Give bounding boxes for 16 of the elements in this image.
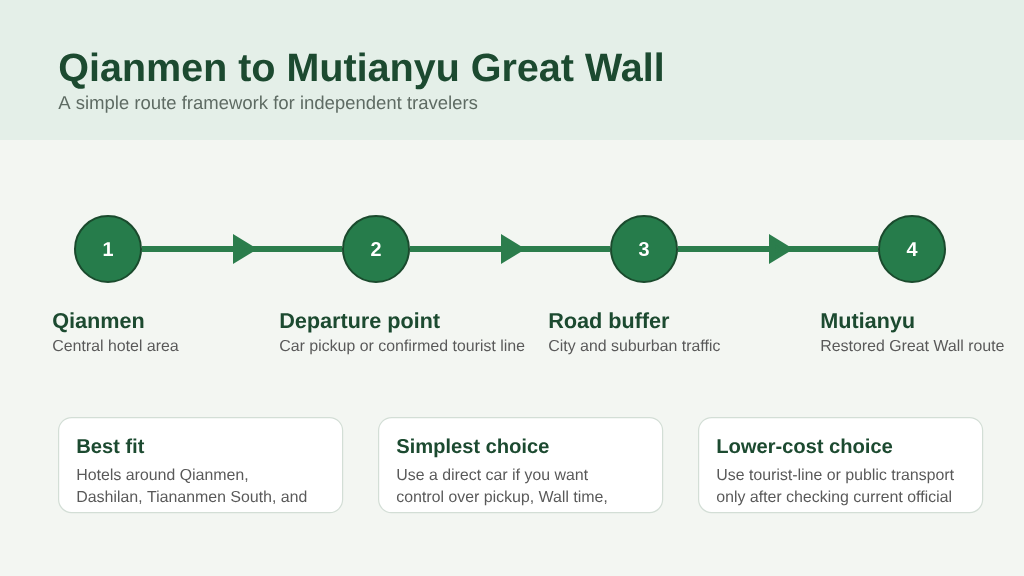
card-heading: Lower-cost choice bbox=[717, 438, 893, 454]
step-title: Road buffer bbox=[549, 312, 670, 329]
step-title: Mutianyu bbox=[821, 312, 914, 333]
step-description: Restored Great Wall route bbox=[821, 339, 1004, 352]
step-description: Car pickup or confirmed tourist line bbox=[280, 339, 525, 355]
card-text: Hotels around Qianmen, Dashilan, Tiananmen South, and bbox=[77, 468, 307, 505]
card-text: Use a direct car if you want control over pickup, Wall time, bbox=[396, 468, 607, 506]
card-text: Use tourist-line or public transport only after checking current official bbox=[716, 468, 954, 506]
step-description: City and suburban traffic bbox=[549, 339, 720, 355]
step-title: Departure point bbox=[280, 312, 440, 333]
step-description: Central hotel area bbox=[53, 339, 179, 352]
step-title: Qianmen bbox=[53, 312, 144, 333]
card-heading: Best fit bbox=[77, 438, 145, 454]
card-heading: Simplest choice bbox=[396, 438, 549, 458]
title: Qianmen to Mutianyu Great Wall bbox=[59, 52, 662, 90]
subtitle: A simple route framework for independent travelers bbox=[58, 95, 478, 113]
